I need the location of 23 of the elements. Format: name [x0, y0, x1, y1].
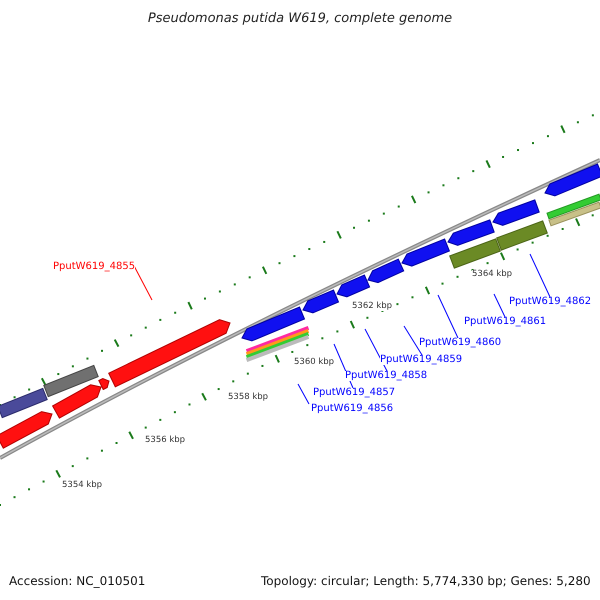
scale-label: 5358 kbp — [228, 393, 268, 402]
accession-text: Accession: NC_010501 — [9, 575, 146, 587]
scale-label: 5354 kbp — [62, 481, 102, 490]
gene-label: PputW619_4859 — [380, 355, 462, 365]
gene-label: PputW619_4855 — [53, 262, 136, 272]
leader-line — [298, 384, 310, 404]
leader-line — [404, 326, 422, 356]
gene-label: PputW619_4860 — [419, 338, 502, 348]
gene-label: PputW619_4862 — [509, 297, 592, 307]
map-title: Pseudomonas putida W619, complete genome — [146, 12, 454, 25]
leader-line — [530, 254, 550, 298]
scale-label: 5360 kbp — [294, 358, 334, 366]
gene-label: PputW619_4861 — [464, 317, 546, 327]
leader-line — [364, 328, 388, 372]
genome-summary-text: Topology: circular; Length: 5,774,330 bp; Genes: 5,280 — [261, 575, 591, 587]
leader-line — [494, 294, 506, 318]
scale-label: 5364 kbp — [472, 270, 512, 278]
gene-label: PputW619_4857 — [313, 388, 396, 398]
scale-label: 5362 kbp — [352, 302, 392, 310]
scale-label: 5356 kbp — [145, 436, 186, 444]
leader-line — [438, 294, 458, 338]
gene-label: PputW619_4858 — [345, 371, 428, 381]
gene-label: PputW619_4856 — [311, 404, 394, 414]
